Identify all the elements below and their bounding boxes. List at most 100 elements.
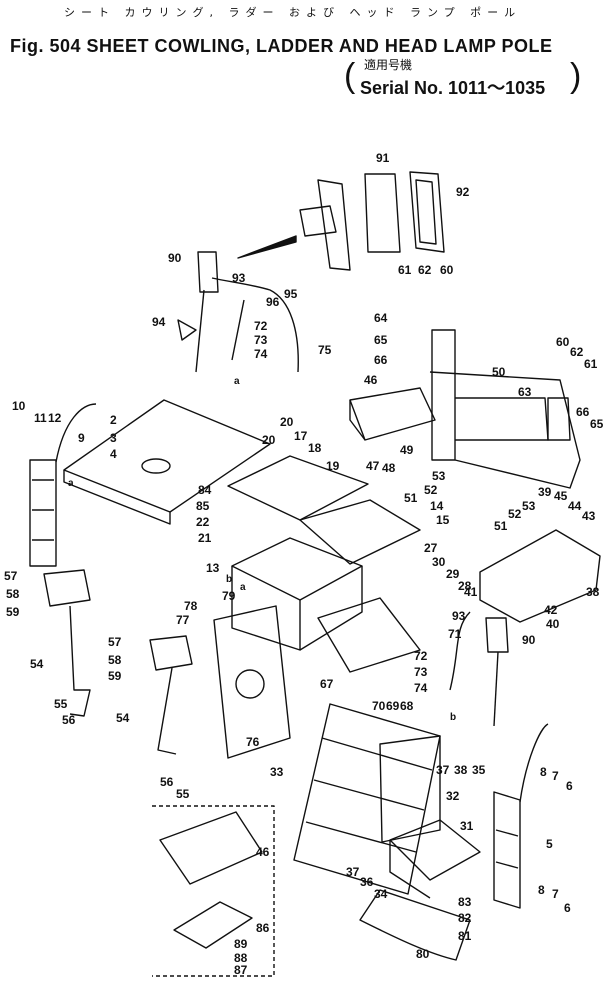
part-label: 48	[382, 461, 396, 475]
part-label: 52	[424, 483, 438, 497]
step-80	[359, 889, 471, 961]
serial-paren-left: (	[344, 57, 356, 95]
part-label: 74	[414, 681, 428, 695]
part-label: 46	[364, 373, 378, 387]
serial-paren-right: )	[570, 57, 582, 95]
part-label: 17	[294, 429, 308, 443]
part-label: 38	[454, 763, 468, 777]
head-lamp-pole-right	[449, 611, 509, 727]
part-label: 66	[374, 353, 388, 367]
part-label: 75	[318, 343, 332, 357]
part-label: 21	[198, 531, 212, 545]
part-label: 37	[346, 865, 360, 879]
side-tool-box	[479, 529, 601, 623]
part-label: 20	[280, 415, 294, 429]
part-label: 47	[366, 459, 380, 473]
part-label: 14	[430, 499, 444, 513]
part-label: 56	[62, 713, 76, 727]
part-label: 86	[256, 921, 270, 935]
part-label: 46	[256, 845, 270, 859]
rear-frame-cowling	[429, 329, 581, 489]
part-label: 5	[546, 837, 553, 851]
part-label: 95	[284, 287, 298, 301]
part-label: 30	[432, 555, 446, 569]
part-label: 41	[464, 585, 478, 599]
part-label: 70	[372, 699, 386, 713]
part-label: 27	[424, 541, 438, 555]
part-label: 51	[404, 491, 418, 505]
part-label: 73	[414, 665, 428, 679]
part-label: 62	[570, 345, 584, 359]
part-label: 90	[168, 251, 182, 265]
part-label: 91	[376, 151, 390, 165]
part-label: 93	[452, 609, 466, 623]
part-label: 52	[508, 507, 522, 521]
part-label: 60	[556, 335, 570, 349]
part-label: 80	[416, 947, 430, 961]
part-labels: 91 92 90 93 95 96 61 62 60 94 72 73 74 7…	[4, 151, 604, 977]
glass-panel	[364, 173, 401, 253]
mirror-bracket	[299, 179, 351, 271]
part-label: 68	[400, 699, 414, 713]
ref-letter: a	[240, 582, 246, 593]
part-label: 90	[522, 633, 536, 647]
part-label: 37	[436, 763, 450, 777]
part-label: 93	[232, 271, 246, 285]
part-label: 58	[108, 653, 122, 667]
ladder-left	[29, 403, 97, 567]
part-label: 85	[196, 499, 210, 513]
left-floor-plate	[63, 399, 271, 525]
part-label: 38	[586, 585, 600, 599]
head-lamp-pole-upper	[177, 251, 299, 373]
center-box	[231, 537, 363, 651]
part-label: 29	[446, 567, 460, 581]
part-label: 20	[262, 433, 276, 447]
part-label: 79	[222, 589, 236, 603]
part-label: 39	[538, 485, 552, 499]
part-label: 51	[494, 519, 508, 533]
part-label: 32	[446, 789, 460, 803]
part-label: 61	[398, 263, 412, 277]
part-label: 8	[538, 883, 545, 897]
wedge-marker	[237, 235, 297, 259]
part-label: 6	[564, 901, 571, 915]
part-label: 72	[414, 649, 428, 663]
part-label: 2	[110, 413, 117, 427]
part-label: 28	[458, 579, 472, 593]
part-label: 57	[4, 569, 18, 583]
part-label: 6	[566, 779, 573, 793]
part-label: 43	[582, 509, 596, 523]
serial-applicable-label: 適用号機	[364, 58, 413, 72]
part-label: 73	[254, 333, 268, 347]
part-label: 44	[568, 499, 582, 513]
part-label: 74	[254, 347, 268, 361]
part-label: 55	[54, 697, 68, 711]
window-seal	[409, 171, 445, 253]
part-label: 76	[246, 735, 260, 749]
part-label: 50	[492, 365, 506, 379]
step-cover-32	[379, 735, 441, 843]
part-label: 83	[458, 895, 472, 909]
part-label: 7	[552, 769, 559, 783]
part-label: 64	[374, 311, 388, 325]
step-bracket-31	[389, 819, 481, 899]
part-label: 18	[308, 441, 322, 455]
part-label: 9	[78, 431, 85, 445]
katakana-title: シート カウリング, ラダー および ヘッド ランプ ポール	[64, 6, 522, 19]
part-label: 54	[116, 711, 130, 725]
part-label: 7	[552, 887, 559, 901]
part-label: 4	[110, 447, 117, 461]
part-label: 10	[12, 399, 26, 413]
part-label: 62	[418, 263, 432, 277]
part-label: 88	[234, 951, 248, 965]
part-label: 53	[432, 469, 446, 483]
lower-panel-67	[317, 597, 421, 673]
part-label: 40	[546, 617, 560, 631]
part-label: 11	[34, 411, 47, 425]
serial-range: Serial No. 1011～1035	[360, 78, 546, 98]
part-label: 42	[544, 603, 558, 617]
part-label: 78	[184, 599, 198, 613]
part-label: 36	[360, 875, 374, 889]
ladder-right-5	[493, 723, 549, 909]
